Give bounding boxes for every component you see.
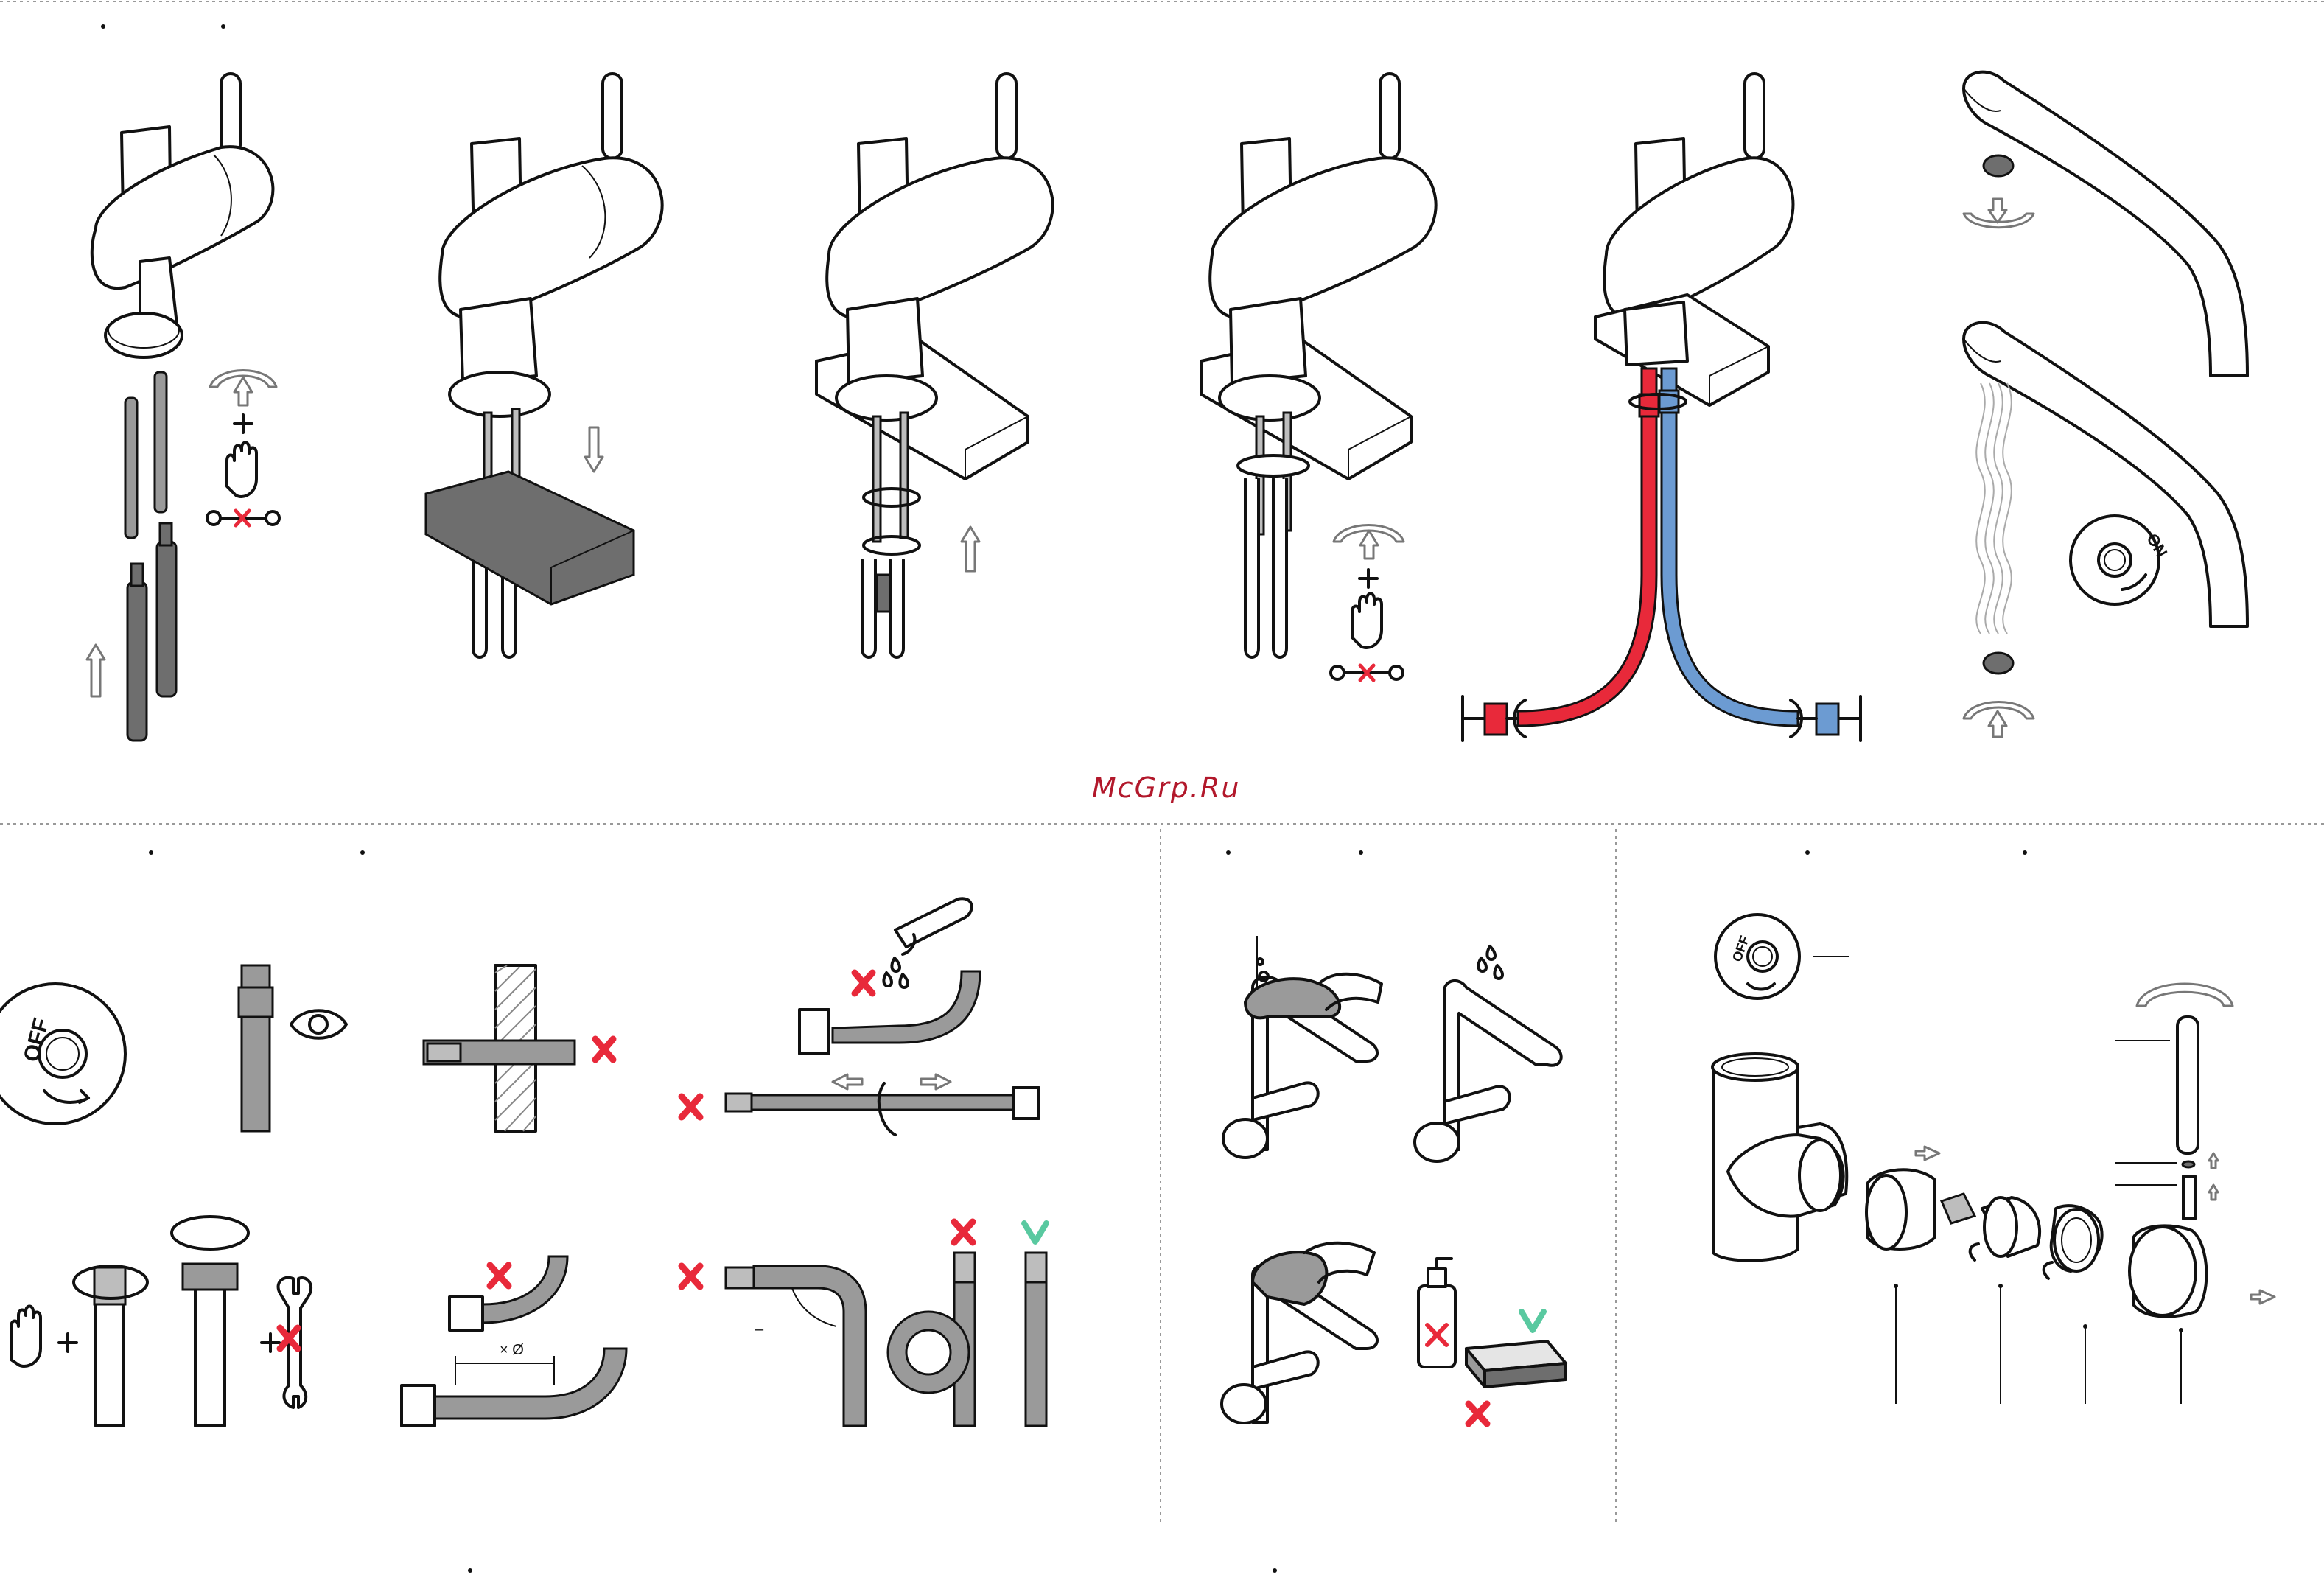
cross-icon xyxy=(954,1222,973,1242)
hand-icon xyxy=(1352,594,1382,648)
soap-bottle-icon xyxy=(1418,1259,1455,1367)
step5-hot-cold-connection xyxy=(1463,74,1861,741)
angle-label: – xyxy=(755,1321,764,1338)
knob-off-icon: OFF xyxy=(1715,915,1799,999)
step1-tap-and-hoses xyxy=(87,74,279,741)
plus-icon xyxy=(1359,570,1377,587)
step11-bend-radius: × Ø xyxy=(402,1256,626,1426)
aerator-icon xyxy=(1984,155,2013,176)
hot-water-hose xyxy=(1518,368,1656,726)
step13-cleaning xyxy=(1222,936,1566,1424)
drops-icon xyxy=(1478,946,1502,979)
no-wrench-icon xyxy=(207,511,279,525)
up-arrow-icon xyxy=(962,527,979,571)
check-icon xyxy=(1522,1312,1544,1330)
sponge-icon xyxy=(1466,1341,1566,1387)
step4-tighten-nut xyxy=(1201,74,1436,680)
plus-icon xyxy=(262,1334,279,1352)
plus-icon xyxy=(234,415,252,433)
aerator-icon xyxy=(1984,653,2013,674)
down-arrow-icon xyxy=(585,427,603,472)
up-arrow-icon xyxy=(87,645,105,696)
page-dividers xyxy=(0,1,2324,1525)
rotate-arrows-icon xyxy=(1964,702,2034,738)
rotate-arrows-icon xyxy=(1334,525,1404,559)
no-wrench-icon xyxy=(1331,665,1403,680)
cross-icon xyxy=(682,1266,700,1287)
step2-tap-into-counter xyxy=(426,74,662,657)
hand-icon xyxy=(11,1307,41,1366)
knob-on-icon: ON xyxy=(2071,516,2171,604)
cold-water-hose xyxy=(1662,368,1798,726)
step10-connections xyxy=(11,1217,311,1426)
check-icon xyxy=(1024,1223,1046,1242)
rotate-arrows-icon xyxy=(210,371,276,406)
step9-hose-handling xyxy=(682,898,1039,1135)
watermark-text: McGrp.Ru xyxy=(1092,772,1240,804)
eye-icon xyxy=(291,1010,346,1038)
drops-icon xyxy=(883,958,908,987)
step14-valve-exploded-view: OFF xyxy=(1712,915,2275,1404)
cross-icon xyxy=(855,973,872,993)
cross-icon xyxy=(595,1039,613,1060)
step8-wall-passthrough xyxy=(424,965,613,1131)
plus-icon xyxy=(59,1334,77,1352)
step12-hose-routing: – xyxy=(682,1222,1046,1426)
diameter-label: × Ø xyxy=(500,1342,524,1358)
step3-mounting-plate xyxy=(816,74,1053,657)
chemical-bottle-icon xyxy=(895,898,972,947)
rotate-arrows-icon xyxy=(1964,199,2034,228)
water-stream-icon xyxy=(1976,383,2012,634)
cross-icon xyxy=(682,1097,700,1117)
cross-icon xyxy=(490,1265,508,1286)
step7-off-and-inspect: OFF xyxy=(0,965,346,1131)
cross-icon xyxy=(1469,1404,1487,1424)
step6-aerator-flush: ON xyxy=(1964,72,2247,737)
hand-icon xyxy=(227,443,256,497)
